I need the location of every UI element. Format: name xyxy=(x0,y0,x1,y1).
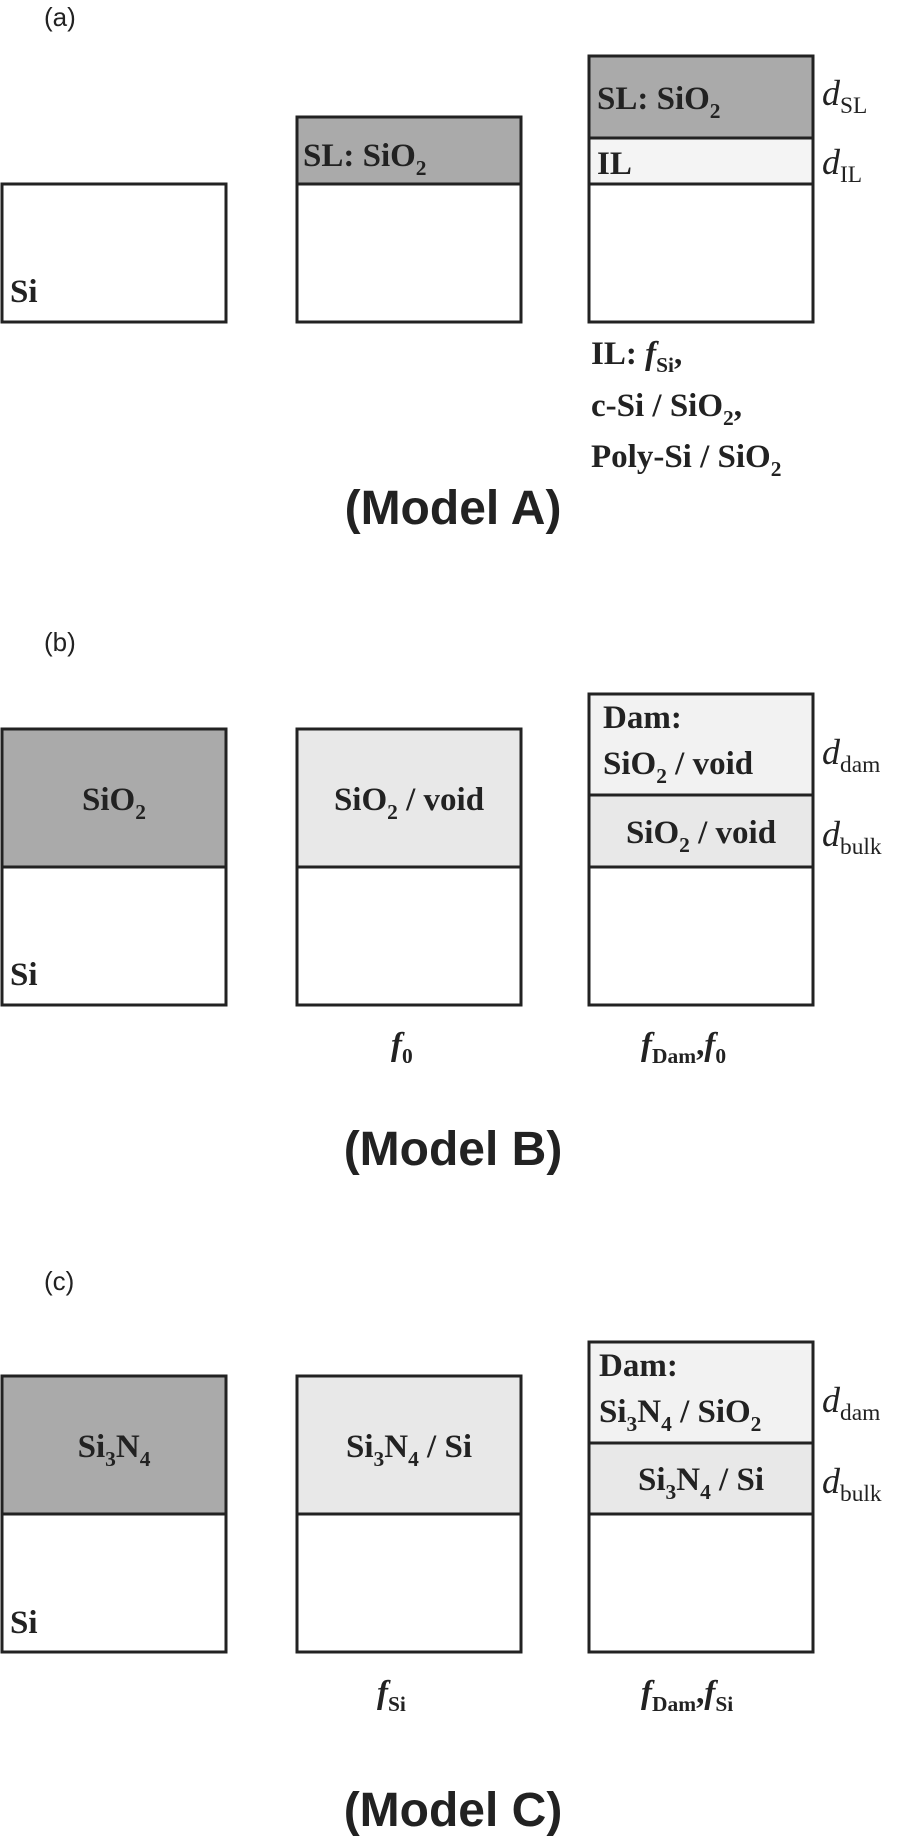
panel-a: (a) Si SL: SiO2 SL: SiO2 IL dSL dIL IL: … xyxy=(0,2,867,535)
si-substrate xyxy=(0,182,228,324)
si-substrate xyxy=(295,865,523,1007)
thickness-label-dbulk: dbulk xyxy=(822,1461,882,1507)
sio2-void-layer-label: SiO2 / void xyxy=(334,782,484,824)
panel-a-label: (a) xyxy=(44,2,76,32)
si-substrate xyxy=(295,1512,523,1654)
si3n4-si-layer-label: Si3N4 / Si xyxy=(346,1429,472,1471)
thickness-label-dsl: dSL xyxy=(822,73,867,119)
panel-c-structure-si3n4: Si3N4 Si xyxy=(0,1374,228,1654)
il-note-line-1: IL: fSi, xyxy=(591,336,682,377)
il-note-line-3: Poly-Si / SiO2 xyxy=(591,439,781,481)
model-b-title: (Model B) xyxy=(344,1123,563,1176)
interface-layer xyxy=(587,136,815,186)
thickness-label-dil: dIL xyxy=(822,142,862,188)
substrate-label: Si xyxy=(10,274,38,310)
il-note-line-2: c-Si / SiO2, xyxy=(591,388,742,430)
thickness-label-ddam: ddam xyxy=(822,732,880,778)
panel-a-structure-sl-il: SL: SiO2 IL dSL dIL IL: fSi, c-Si / SiO2… xyxy=(587,54,867,481)
substrate-label: Si xyxy=(10,957,38,993)
substrate-label: Si xyxy=(10,1605,38,1641)
caption-fdam-f0: fDam,f0 xyxy=(641,1027,726,1068)
interface-layer-label: IL xyxy=(597,146,632,182)
si3n4-si-layer xyxy=(295,1374,523,1516)
damaged-layer-label-2: SiO2 / void xyxy=(603,746,753,788)
damaged-layer-label-1: Dam: xyxy=(599,1348,678,1384)
model-c-title: (Model C) xyxy=(344,1784,563,1837)
damaged-layer-label-2: Si3N4 / SiO2 xyxy=(599,1394,761,1436)
caption-f0: f0 xyxy=(391,1027,413,1068)
bulk-layer xyxy=(587,793,815,869)
si-substrate xyxy=(295,182,523,324)
si-substrate xyxy=(0,865,228,1007)
panel-b-structure-sio2: SiO2 Si xyxy=(0,727,228,1007)
panel-c-structure-si3n4-si: Si3N4 / Si fSi xyxy=(295,1374,523,1716)
model-a-title: (Model A) xyxy=(345,482,562,535)
thickness-label-ddam: ddam xyxy=(822,1380,880,1426)
si-substrate xyxy=(0,1512,228,1654)
panel-b-label: (b) xyxy=(44,627,76,657)
caption-fdam-fsi: fDam,fSi xyxy=(641,1675,733,1716)
panel-b-structure-sio2-void: SiO2 / void f0 xyxy=(295,727,523,1068)
bulk-layer xyxy=(587,1441,815,1516)
panel-a-structure-sl: SL: SiO2 xyxy=(295,115,523,324)
panel-a-structure-si: Si xyxy=(0,182,228,324)
panel-c-label: (c) xyxy=(44,1266,74,1296)
surface-layer-label: SL: SiO2 xyxy=(597,81,721,123)
surface-layer xyxy=(295,115,523,186)
panel-c-structure-dam-bulk: Dam: Si3N4 / SiO2 Si3N4 / Si ddam dbulk … xyxy=(587,1340,882,1716)
damaged-layer-label-1: Dam: xyxy=(603,700,682,736)
thickness-label-dbulk: dbulk xyxy=(822,814,882,860)
si-substrate xyxy=(587,182,815,324)
panel-b: (b) SiO2 Si SiO2 / void f0 Dam: SiO2 / v… xyxy=(0,627,882,1176)
si-substrate xyxy=(587,1512,815,1654)
damaged-layer xyxy=(587,1340,815,1445)
surface-layer-label: SL: SiO2 xyxy=(303,138,427,180)
caption-fsi: fSi xyxy=(377,1675,406,1716)
si3n4-layer xyxy=(0,1374,228,1516)
panel-c: (c) Si3N4 Si Si3N4 / Si fSi Dam: Si3N4 /… xyxy=(0,1266,882,1837)
bulk-layer-label: SiO2 / void xyxy=(626,815,776,857)
panel-b-structure-dam-bulk: Dam: SiO2 / void SiO2 / void ddam dbulk … xyxy=(587,692,882,1068)
si-substrate xyxy=(587,865,815,1007)
